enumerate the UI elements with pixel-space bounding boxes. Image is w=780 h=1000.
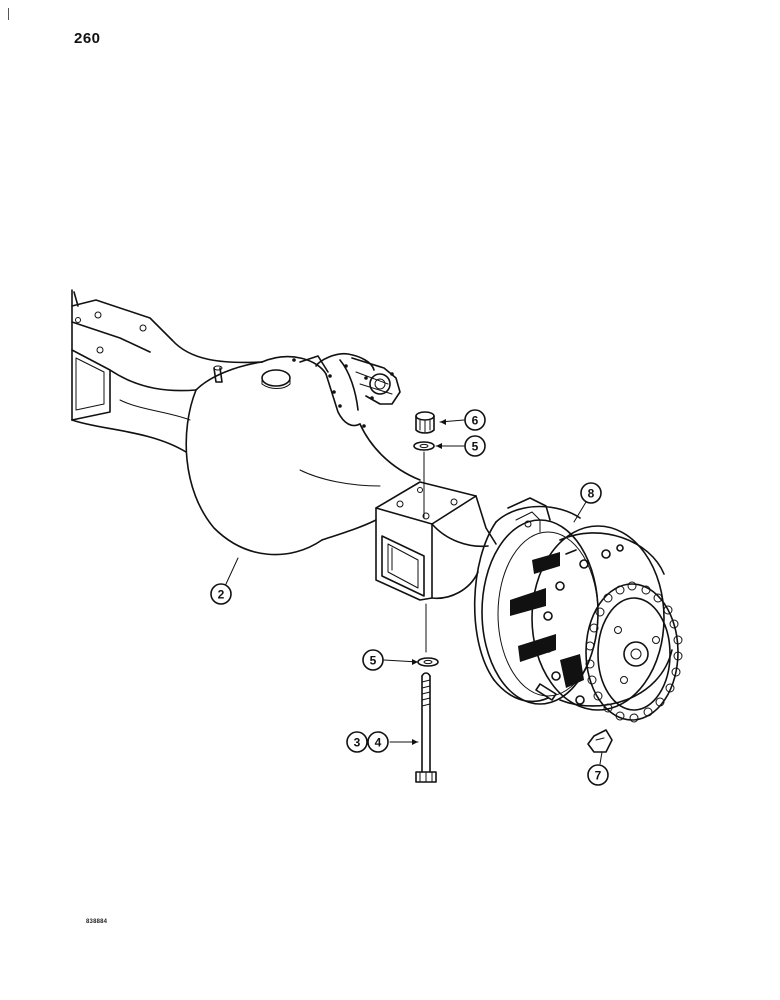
callout-5-lower: 5 [362,649,384,671]
callout-7-label: 7 [595,769,602,783]
callout-4: 4 [367,731,389,753]
callout-7: 7 [587,764,609,786]
washer-upper [413,441,435,451]
figure-code: 838884 [86,919,108,925]
axle-housing [71,289,497,601]
page-edge-mark [8,8,9,20]
planetary-hub-assembly [473,497,683,723]
planetary-gear-teeth [585,581,683,723]
page-number: 260 [74,30,101,47]
callout-4-label: 4 [375,736,382,750]
wheel-nut [587,729,613,753]
callout-6: 6 [464,409,486,431]
callout-8-label: 8 [588,487,595,501]
long-bolt [415,672,437,783]
callout-5-upper-label: 5 [472,440,479,454]
plug [415,411,435,434]
callout-leaders [225,419,603,765]
washer-lower [417,657,439,667]
callout-2: 2 [210,583,232,605]
callout-3-label: 3 [354,736,361,750]
callout-5-lower-label: 5 [370,654,377,668]
hub-bolt-ring [543,544,624,705]
callout-3: 3 [346,731,368,753]
callout-8: 8 [580,482,602,504]
callout-2-label: 2 [218,588,225,602]
callout-5-upper: 5 [464,435,486,457]
callout-6-label: 6 [472,414,479,428]
